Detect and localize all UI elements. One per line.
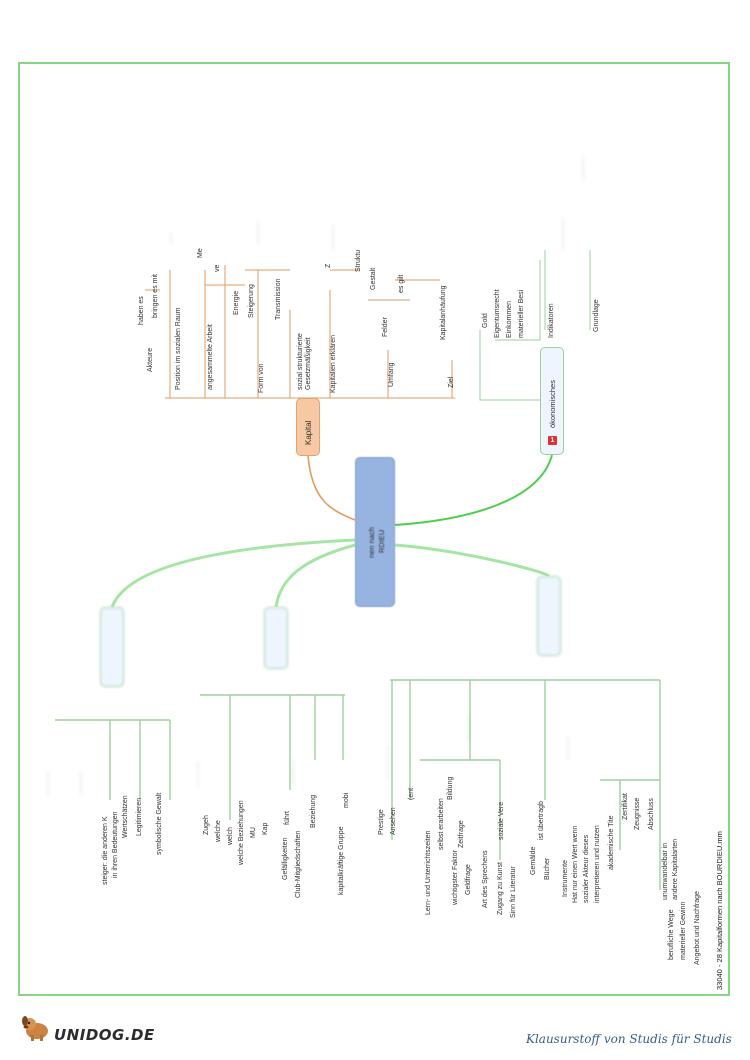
kapital-title: Kapital [304, 420, 313, 445]
kapital-position: Position im sozialen Raum [175, 307, 182, 390]
kult-kunst: Zugang zu Kunst [497, 862, 504, 915]
symb-gewalt: symbolische Gewalt [156, 792, 163, 855]
kult-geldfrage: Geldfrage [465, 864, 472, 895]
kapital-form-sub-steigerung: Steigerung [248, 284, 255, 318]
kult-literatur: Sinn für Literatur [510, 866, 517, 918]
symb-wertschaetzen: Wertschätzen [122, 795, 129, 838]
soz-kap: Kap [262, 822, 269, 835]
soz-mobi: mobi [343, 792, 350, 808]
kapital-akteure-sub-2: bringen es mit [152, 274, 159, 318]
kult-instrumente: Instrumente [562, 860, 569, 897]
kapital-form-sub-energie: Energie [233, 290, 240, 315]
kapital-erklaeren: Kapitalien erklären [330, 335, 337, 393]
kult-faktor: wichtigster Faktor [452, 850, 459, 905]
oekonomisches-title: ökonomisches [548, 380, 557, 428]
footer-slogan: Klausurstoff von Studis für Studis [526, 1032, 732, 1046]
kapital-arbeit-sub-1: Me [197, 248, 204, 258]
kult-wert-wenn: Hat nur einen Wert wenn [572, 825, 579, 903]
kulturelles-node[interactable] [537, 576, 561, 656]
soz-zugeh: Zugeh [203, 815, 210, 835]
oek-item-einkommen: Einkommen [506, 301, 513, 338]
soz-beziehung: Beziehung [310, 794, 317, 828]
oek-item-besitz: materieller Besi [518, 289, 525, 338]
kult-bildung: Bildung [447, 776, 454, 800]
kult-prestige: Prestige [378, 809, 385, 835]
kapital-erklaeren-sub-1: Z [325, 263, 332, 268]
kult-zertifikat: Zertifikat [622, 793, 629, 820]
page-frame [18, 62, 730, 996]
brand-name: UNIDOG.DE [54, 1026, 155, 1044]
kapital-arbeit-sub-2: ve [214, 264, 221, 272]
file-caption: 33040 - 28 Kapitalformen nach BOURDIEU.m… [715, 831, 724, 990]
kapital-umfang-sub-es-gilt: es gilt [398, 274, 405, 293]
symb-legitimieren: Legitimieren [136, 797, 143, 836]
symbolisches-node[interactable] [100, 607, 124, 687]
dog-icon [22, 1016, 48, 1041]
kapital-erklaeren-sub-2: Struktu [355, 249, 362, 272]
kult-sprechen: Art des Sprechens [482, 850, 489, 908]
kult-buecher: Bücher [544, 857, 551, 880]
kapital-node[interactable]: Kapital [296, 398, 320, 456]
kapital-umfang: Umfang [388, 362, 395, 387]
kult-titel: akademische Tite [608, 815, 615, 870]
kapital-form-von: Form von [258, 363, 265, 393]
center-label-bottom: RDIEU [377, 529, 386, 553]
kapital-arbeit: angesammelte Arbeit [207, 324, 214, 390]
symb-bedeutungen: in ihren Bedeutungen [112, 811, 119, 878]
kult-wege: berufliche Wege [668, 909, 675, 960]
oek-grundlage: Grundlage [593, 299, 600, 332]
soz-welche-1: welche [215, 820, 222, 842]
kult-selbst: selbst erarbeiten [438, 798, 445, 850]
kapital-akteure-sub-1: haben es [138, 296, 145, 325]
kult-akteur: sozialer Akteur dieses [583, 834, 590, 903]
oekonomisches-node[interactable]: 1 ökonomisches [540, 347, 564, 455]
kult-abschluss: Abschluss [648, 798, 655, 830]
kapital-ziel: Ziel [448, 376, 455, 388]
priority-badge: 1 [548, 436, 557, 445]
kapital-umfang-sub-felder: Felder [382, 317, 389, 337]
soz-mu: MU [250, 827, 257, 838]
soz-beziehungen: welche Beziehungen [238, 800, 245, 865]
kult-soziale-vere: soziale Vere [498, 801, 505, 840]
oek-indikatoren: Indikatoren [548, 303, 555, 338]
kapital-erklaeren-sub-3: Gestalt [370, 267, 377, 290]
kapital-akteure: Akteure [147, 347, 154, 372]
soziales-node[interactable] [264, 607, 288, 669]
kult-ansehen: Ansehen [390, 807, 397, 835]
soz-gruppe: kapitalkräftige Gruppe [338, 826, 345, 895]
kult-unumwandelbar: unumwandelbar in [662, 842, 669, 900]
kult-kapitalarten: andere Kapitalarten [672, 838, 679, 900]
kult-uebertragbar: ist übertragb [538, 801, 545, 840]
kult-angebot: Angebot und Nachfrage [694, 891, 701, 965]
soz-welche-2: welch [227, 827, 234, 845]
kult-ent: (ent [408, 787, 415, 800]
kapital-form-sub-transmission: Transmission [275, 278, 282, 320]
oek-item-gold: Gold [482, 313, 489, 328]
soz-gefaelligkeiten: Gefälligkeiten [282, 837, 289, 880]
kult-gemaelde: Gemälde [530, 846, 537, 875]
kult-gewinn: materieller Gewinn [680, 901, 687, 960]
soz-fuehrt: führt [284, 810, 291, 825]
kapital-ziel-sub: Kapitalanhäufung [440, 285, 447, 341]
kapital-gesetzmaessigkeit: sozial strukturierte Gesetzmäßigkeit [297, 333, 312, 390]
soz-club: Club-Mitgliedschaften [295, 830, 302, 898]
oek-item-eigentum: Eigentumsrecht [494, 289, 501, 338]
center-label-top: nen nach [367, 527, 376, 558]
kult-interpretieren: interpretieren und nutzen [594, 825, 601, 903]
kult-zeitfrage: Zeitfrage [458, 820, 465, 848]
symb-steiger: steiger: die anderen K [102, 816, 109, 886]
kult-zeugnisse: Zeugnisse [634, 797, 641, 830]
kult-lernzeiten: Lern- und Unterrichtszeiten [425, 830, 432, 915]
center-node[interactable]: nen nach RDIEU [355, 457, 395, 607]
